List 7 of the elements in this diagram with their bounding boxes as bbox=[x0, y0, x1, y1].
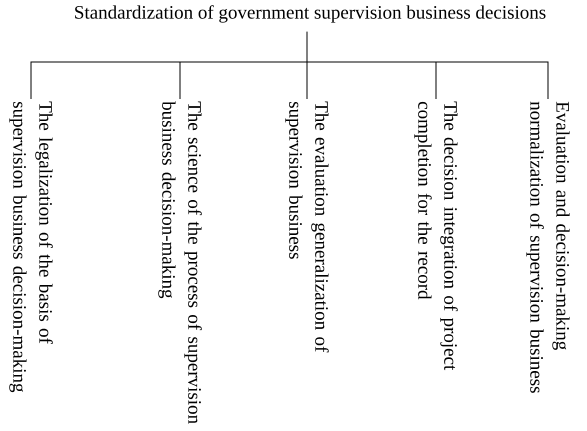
branch-text: Evaluation and decision-making normalization of supervision business bbox=[526, 102, 570, 393]
branch-text: The evaluation generalization of supervision business bbox=[285, 102, 329, 352]
branch-text: The legalization of the basis of supervision business decision-making bbox=[9, 102, 53, 392]
connector-line bbox=[306, 31, 548, 100]
root-text: Standardization of government supervision business decisions bbox=[75, 5, 546, 23]
branch-text: The science of the process of supervision business decision-making bbox=[158, 101, 202, 424]
branch-text: The decision integration of project completion for the record bbox=[414, 102, 458, 370]
